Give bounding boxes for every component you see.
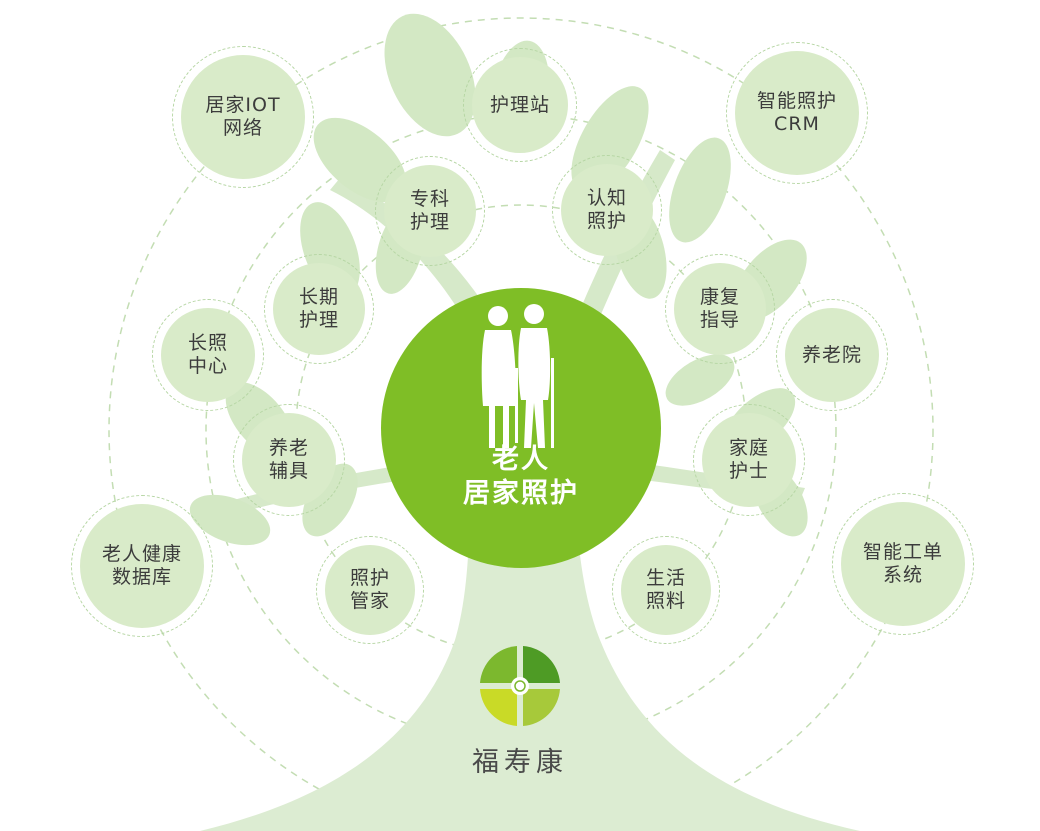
node-ring [665,254,775,364]
node-ring [233,404,345,516]
node-label: 长照 中心 [187,332,228,377]
node-ring [726,42,868,184]
outer-orbit [108,17,934,831]
node-label: 养老院 [801,343,862,366]
node-label: 照护 管家 [349,567,390,612]
node-disc [841,502,965,626]
node-ring [552,155,662,265]
node-ring [152,299,264,411]
node-disc [735,51,859,175]
node-ring [316,536,424,644]
node-ring [375,156,485,266]
node-disc [621,545,711,635]
node-disc [80,504,204,628]
node-family-nurse: 家庭 护士 [693,404,805,516]
node-disc [161,308,255,402]
node-cognitive-care: 认知 照护 [552,155,662,265]
node-nursing-home: 养老院 [776,299,888,411]
node-long-term-care: 长期 护理 [264,254,374,364]
node-smart-work-order-system: 智能工单 系统 [832,493,974,635]
node-disc [702,413,796,507]
node-disc [674,263,766,355]
node-specialist-nursing: 专科 护理 [375,156,485,266]
node-label: 认知 照护 [586,187,627,232]
node-disc [273,263,365,355]
node-ring [172,46,314,188]
node-elderly-health-database: 老人健康 数据库 [71,495,213,637]
node-label: 智能照护 CRM [756,90,837,135]
node-daily-living-care: 生活 照料 [612,536,720,644]
brand-name: 福寿康 [472,747,568,778]
node-disc [561,164,653,256]
center-label: 老人 居家照护 [463,444,579,509]
node-label: 老人健康 数据库 [101,543,182,588]
elderly-couple-icon [481,304,554,448]
node-label: 生活 照料 [645,567,686,612]
node-rehab-guidance: 康复 指导 [665,254,775,364]
node-ring [776,299,888,411]
node-ring [264,254,374,364]
node-label: 智能工单 系统 [862,541,943,586]
node-disc [181,55,305,179]
node-home-iot-network: 居家IOT 网络 [172,46,314,188]
node-disc [242,413,336,507]
node-label: 护理站 [489,93,550,116]
node-ring [832,493,974,635]
node-ring [463,48,577,162]
node-disc [384,165,476,257]
node-smart-care-crm: 智能照护 CRM [726,42,868,184]
node-ring [612,536,720,644]
center-node: 老人 居家照护 [381,288,661,568]
brand-logo-icon [480,646,560,726]
node-care-butler: 照护 管家 [316,536,424,644]
node-label: 家庭 护士 [728,437,769,482]
node-ring [693,404,805,516]
node-disc [785,308,879,402]
node-disc [325,545,415,635]
node-label: 专科 护理 [409,188,450,233]
node-long-term-care-center: 长照 中心 [152,299,264,411]
node-elderly-aids: 养老 辅具 [233,404,345,516]
node-label: 康复 指导 [699,286,740,331]
node-label: 长期 护理 [298,286,339,331]
node-ring [71,495,213,637]
node-disc [472,57,568,153]
node-nursing-station: 护理站 [463,48,577,162]
node-label: 居家IOT 网络 [205,94,281,139]
node-label: 养老 辅具 [268,437,309,482]
